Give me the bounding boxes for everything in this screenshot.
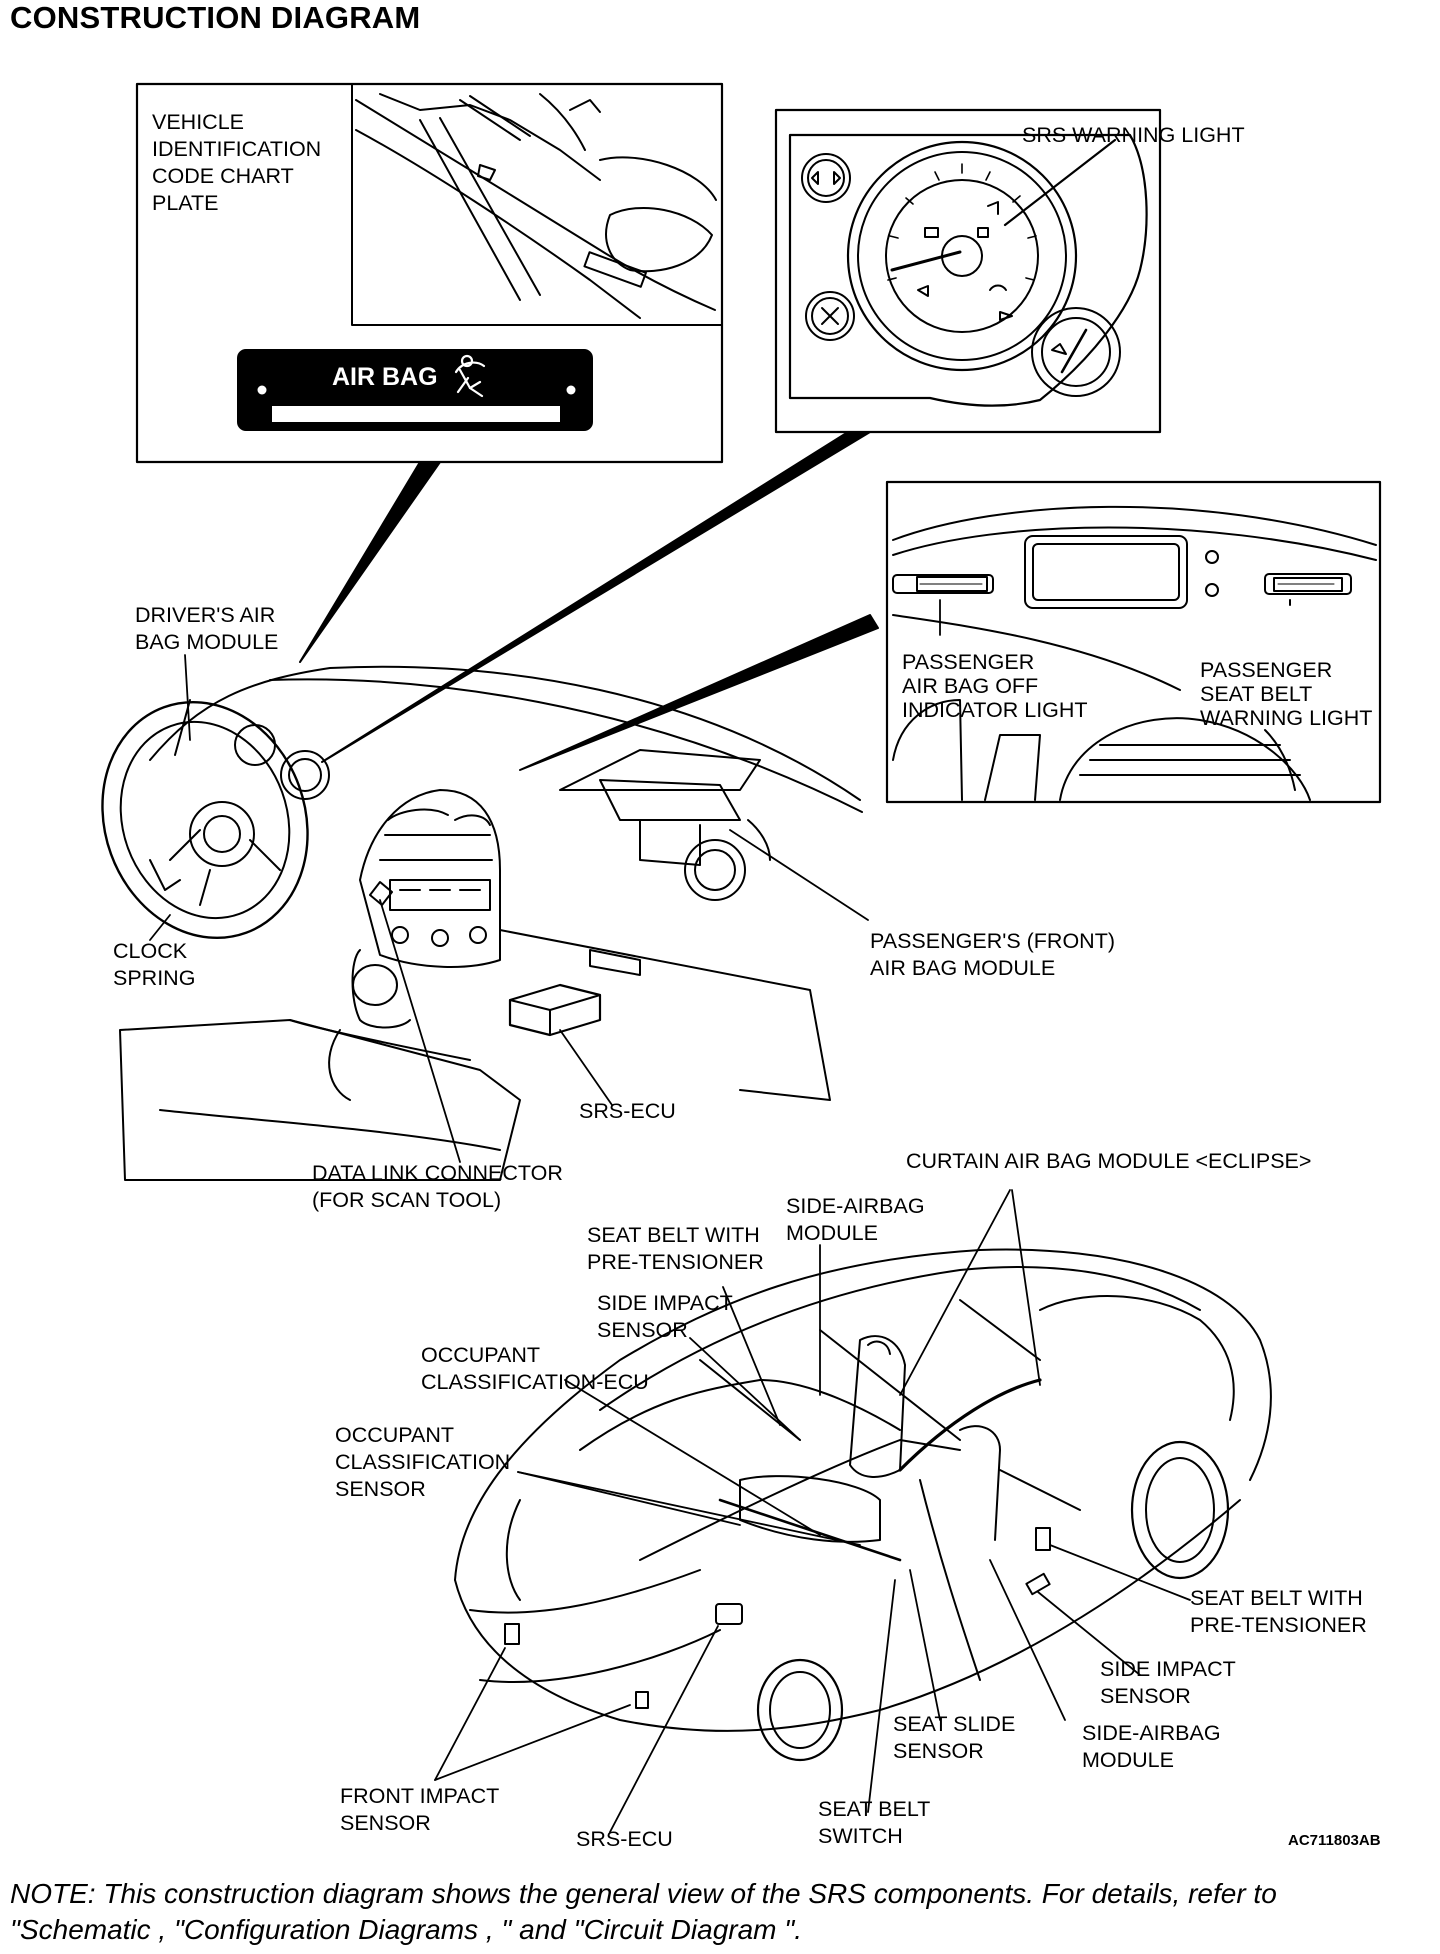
- side-impact-sensor-right-label: SIDE IMPACT SENSOR: [1100, 1657, 1236, 1708]
- tach-ticks: [887, 163, 1037, 281]
- occupant-ecu-label: OCCUPANT CLASSIFICATION-ECU: [421, 1343, 649, 1394]
- side-impact-sensor-box: [1035, 1527, 1051, 1551]
- clock-spring-label: CLOCK SPRING: [113, 939, 196, 990]
- front-impact-sensor-left: [504, 1623, 520, 1645]
- seat-belt-pretensioner-right-label: SEAT BELT WITH PRE-TENSIONER: [1190, 1586, 1367, 1637]
- airbag-person-icon: [454, 354, 486, 398]
- footnote: NOTE: This construction diagram shows th…: [10, 1878, 1277, 1945]
- seat-belt-pretensioner-top-label: SEAT BELT WITH PRE-TENSIONER: [587, 1223, 764, 1274]
- side-airbag-bottom-label: SIDE-AIRBAG MODULE: [1082, 1721, 1221, 1772]
- occupant-sensor-label: OCCUPANT CLASSIFICATION SENSOR: [335, 1423, 511, 1501]
- front-impact-sensor-right: [635, 1691, 649, 1709]
- inset-meter-panel: [774, 108, 1162, 434]
- inset-vin-plate-panel: [135, 82, 724, 464]
- callout-wedge-panel: [519, 614, 879, 771]
- page-title: CONSTRUCTION DIAGRAM: [10, 0, 421, 35]
- passenger-seat-belt-warning-label: PASSENGER SEAT BELT WARNING LIGHT: [1200, 658, 1373, 730]
- srs-ecu-car: [715, 1603, 743, 1625]
- callout-wedge-vin: [299, 461, 441, 663]
- front-impact-sensor-label: FRONT IMPACT SENSOR: [340, 1784, 500, 1835]
- srs-warning-light-label: SRS WARNING LIGHT: [1022, 123, 1245, 147]
- air-bag-plate-text: AIR BAG: [332, 363, 438, 391]
- srs-ecu-top-label: SRS-ECU: [579, 1099, 676, 1123]
- callout-wedge-meter: [321, 431, 871, 763]
- inset-panel-lights: [885, 480, 1382, 804]
- passenger-air-bag-off-label: PASSENGER AIR BAG OFF INDICATOR LIGHT: [902, 650, 1088, 722]
- srs-ecu-bottom-label: SRS-ECU: [576, 1827, 673, 1851]
- curtain-air-bag-label: CURTAIN AIR BAG MODULE <ECLIPSE>: [906, 1149, 1312, 1173]
- data-link-connector-label: DATA LINK CONNECTOR (FOR SCAN TOOL): [312, 1161, 563, 1212]
- seat-slide-sensor-label: SEAT SLIDE SENSOR: [893, 1712, 1016, 1763]
- leader-lines-dash: [149, 654, 869, 1163]
- side-impact-sensor-top-label: SIDE IMPACT SENSOR: [597, 1291, 733, 1342]
- figure-code: AC711803AB: [1288, 1832, 1381, 1849]
- passengers-front-air-bag-label: PASSENGER'S (FRONT) AIR BAG MODULE: [870, 929, 1116, 980]
- car-drawing: [454, 1248, 1272, 1762]
- vin-plate-label: VEHICLE IDENTIFICATION CODE CHART PLATE: [152, 110, 322, 215]
- leader-lines-car: [434, 1189, 1191, 1833]
- dashboard-drawing: [101, 665, 863, 1181]
- side-airbag-top-label: SIDE-AIRBAG MODULE: [786, 1194, 925, 1245]
- seat-belt-switch-label: SEAT BELT SWITCH: [818, 1797, 931, 1848]
- drivers-air-bag-label: DRIVER'S AIR BAG MODULE: [135, 603, 279, 654]
